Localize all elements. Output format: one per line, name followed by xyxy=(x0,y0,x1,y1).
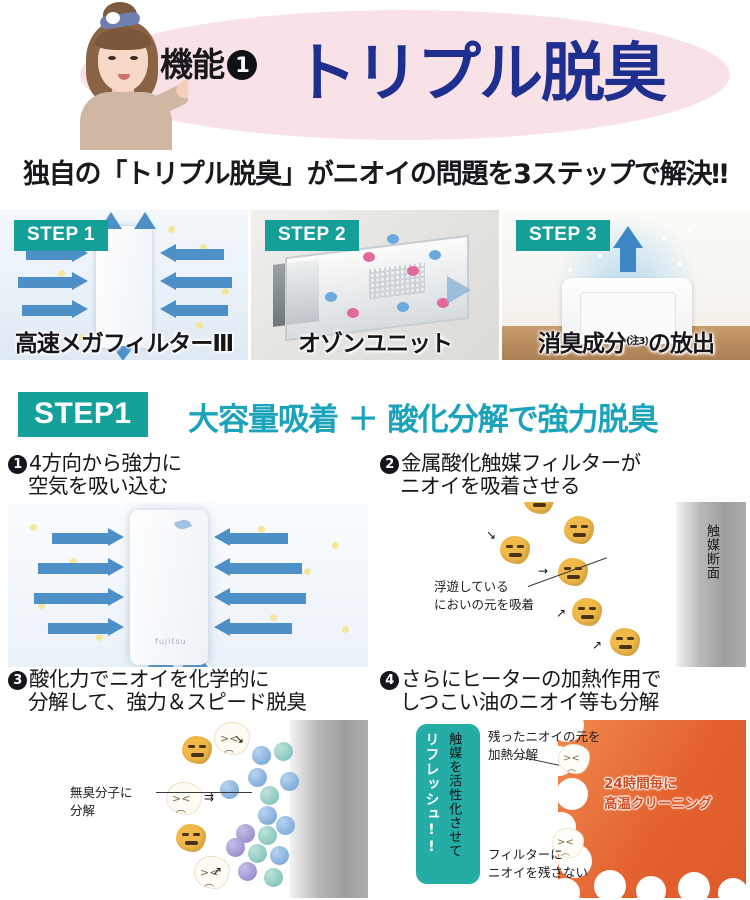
step-card-1[interactable]: STEP 1 高速メガフィルターⅢ xyxy=(0,210,248,360)
detail-panel-1-line1: 4方向から強力に xyxy=(29,451,182,475)
no-odor-face-icon: >< ︵ xyxy=(552,828,584,858)
detail-panel-2-line2: ニオイを吸着させる xyxy=(400,474,581,499)
detail-panel-2-number: 2 xyxy=(380,455,399,474)
section-step-badge: STEP1 xyxy=(18,392,148,437)
detail-panel-4-illustration: 触媒を活性化させて リフレッシュ!! >< ︵ >< ︵ 残ったニオイの元を 加… xyxy=(380,720,746,898)
catalyst-block xyxy=(290,720,368,898)
purifier-body xyxy=(130,510,208,665)
step-card-3-caption-note: (注3) xyxy=(625,336,649,347)
detail-panel-4-number: 4 xyxy=(380,671,399,690)
upward-airflow-arrow-icon xyxy=(613,226,643,248)
section-title: 大容量吸着 ＋ 酸化分解で強力脱臭 xyxy=(188,402,659,438)
step-card-1-caption: 高速メガフィルターⅢ xyxy=(14,331,234,357)
detail-panel-2-annotation-line1: 浮遊している xyxy=(434,579,509,594)
detail-panel-3-illustration: ><︵ ><︵ ><︵ ⇉ ↘ ↗ 無臭分子に xyxy=(8,720,368,898)
step-card-1-badge: STEP 1 xyxy=(14,220,109,251)
presenter-eye-left xyxy=(108,56,116,60)
detail-panel-4-annotation-bottom-line2: ニオイを残さない xyxy=(488,865,589,881)
step-card-3-caption-main: 消臭成分 xyxy=(537,331,627,357)
catalyst-cross-section-block xyxy=(676,502,746,667)
step-card-3[interactable]: STEP 3 消臭成分(注3)の放出 xyxy=(502,210,750,360)
detail-panel-3-line2: 分解して、強力＆スピード脱臭 xyxy=(28,690,307,715)
step-card-2[interactable]: STEP 2 オゾンユニット xyxy=(251,210,499,360)
page-title: トリプル脱臭 xyxy=(293,37,667,111)
detail-panel-3-annotation: 無臭分子に 分解 xyxy=(70,784,133,820)
presenter-photo xyxy=(48,0,188,150)
presenter-eye-right xyxy=(130,56,138,60)
step-card-3-image xyxy=(502,210,750,360)
presenter-mouth xyxy=(118,74,130,80)
detail-panel-4-annotation-bottom: フィルターに ニオイを残さない xyxy=(488,846,588,882)
presenter-fringe xyxy=(95,28,151,50)
detail-panel-1-illustration: fujitsu xyxy=(8,502,368,667)
section-header: STEP1 大容量吸着 ＋ 酸化分解で強力脱臭 xyxy=(0,392,750,438)
purifier-brand-mark: fujitsu xyxy=(155,637,187,646)
detail-panel-2-line1: 金属酸化触媒フィルターが xyxy=(401,451,641,475)
detail-panel-4-annotation-bottom-line1: フィルターに xyxy=(488,847,563,862)
detail-panel-2-annotation: 浮遊している においの元を吸着 xyxy=(434,578,534,614)
heat-cleaning-label-line2: 高温クリーニング xyxy=(604,796,712,813)
detail-panel-4-line2: しつこい油のニオイ等も分解 xyxy=(400,690,659,715)
detail-panel-4-annotation-top-line2: 加熱分解 xyxy=(488,747,539,763)
detail-panel-3-line1: 酸化力でニオイを化学的に xyxy=(29,667,270,691)
refresh-callout-box: 触媒を活性化させて リフレッシュ!! xyxy=(416,724,480,884)
heat-cleaning-label: 24時間毎に 高温クリーニング xyxy=(604,774,712,815)
detail-panel-4-annotation-top: 残ったニオイの元を 加熱分解 xyxy=(488,728,601,764)
detail-panel-1-line2: 空気を吸い込む xyxy=(28,474,169,499)
feature-number-badge: 1 xyxy=(227,50,257,80)
catalyst-cross-section-label: 触媒断面 xyxy=(704,524,719,580)
presenter-hair-ribbon-knot xyxy=(106,12,120,24)
feature-eyebrow-label: 機能 xyxy=(160,45,225,84)
detail-panel-4-annotation-top-line1: 残ったニオイの元を xyxy=(488,729,601,744)
step-card-2-caption: オゾンユニット xyxy=(298,331,453,357)
heat-cleaning-label-line1: 24時間毎に xyxy=(604,776,677,792)
detail-panel-2-illustration: 触媒断面 ↘ → ↗ ↗ 浮遊している においの元を吸着 xyxy=(380,502,746,667)
detail-panel-3-number: 3 xyxy=(8,671,27,690)
subheadline: 独自の「トリプル脱臭」がニオイの問題を3ステップで解決‼ xyxy=(22,159,728,190)
detail-panel-4-line1: さらにヒーターの加熱作用で xyxy=(401,667,662,691)
detail-panel-1-number: 1 xyxy=(8,455,27,474)
step-card-3-caption-tail: の放出 xyxy=(648,331,715,357)
step-card-2-badge: STEP 2 xyxy=(265,220,360,251)
residual-odor-face-icon: >< ︵ xyxy=(558,744,590,774)
detail-panel-2-annotation-line2: においの元を吸着 xyxy=(434,597,535,613)
step-card-3-caption: 消臭成分(注3)の放出 xyxy=(502,324,750,358)
air-purifier-front-panel xyxy=(580,292,676,340)
step-cards-row: STEP 1 高速メガフィルターⅢ STEP 2 オゾンユニット xyxy=(0,210,750,360)
step-card-3-badge: STEP 3 xyxy=(516,220,611,251)
hero-oval-background xyxy=(80,10,730,140)
refresh-callout-white-text: リフレッシュ!! xyxy=(423,732,440,856)
detail-panel-3-annotation-line2: 分解 xyxy=(70,803,96,819)
refresh-callout-black-text: 触媒を活性化させて xyxy=(446,732,462,858)
detail-panel-3-annotation-line1: 無臭分子に xyxy=(70,785,133,800)
